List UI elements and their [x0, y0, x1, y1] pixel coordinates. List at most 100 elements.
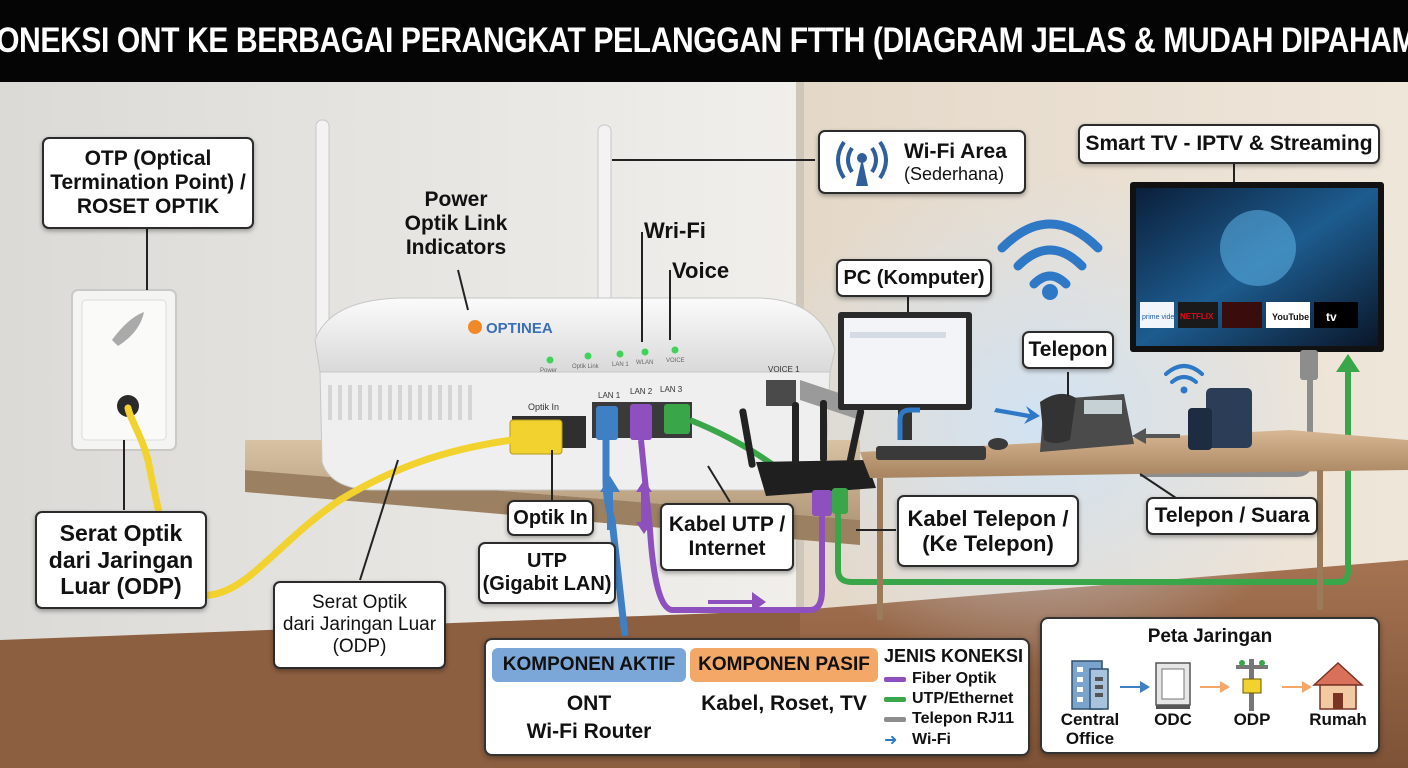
led-lan	[616, 350, 624, 358]
callout-telepon: Telepon	[1022, 331, 1114, 369]
network-map-panel: Peta Jaringan	[1040, 617, 1380, 754]
led-link	[584, 352, 592, 360]
tv-globe	[1220, 210, 1296, 286]
legend-conn-wifi: ➜ Wi-Fi	[884, 730, 951, 750]
legend-arrow-wifi-icon: ➜	[884, 732, 898, 749]
lan2-plug	[630, 404, 652, 440]
legend-passive-item: Kabel, Roset, TV	[701, 692, 867, 715]
ont-vents	[328, 385, 472, 420]
pole-icon	[1236, 659, 1268, 711]
port-voice	[766, 380, 796, 406]
callout-serat-mid-line1: Serat Optik	[311, 592, 408, 614]
callout-optik-in: Optik In	[507, 500, 594, 536]
led-power-label: Power	[540, 368, 557, 374]
map-arrow-1-icon	[1120, 681, 1150, 693]
callout-telepon-suara-text: Telepon / Suara	[1154, 503, 1310, 527]
callout-otp-line1: OTP (Optical	[84, 146, 212, 170]
callout-kabel-telepon-line2: (Ke Telepon)	[922, 531, 1054, 556]
legend-active-items: ONT Wi-Fi Router	[492, 690, 686, 747]
led-lan-label: LAN 1	[612, 362, 629, 368]
callout-kabel-telepon: Kabel Telepon / (Ke Telepon)	[897, 495, 1079, 567]
monitor-bar	[850, 332, 946, 338]
legend-passive-header: KOMPONEN PASIF	[690, 648, 878, 682]
tv-app-2	[1178, 302, 1218, 328]
map-label-central: Central Office	[1058, 710, 1122, 748]
callout-otp-line2: Termination Point) /	[50, 170, 246, 194]
callout-smart-tv-text: Smart TV - IPTV & Streaming	[1085, 131, 1373, 155]
label-power-line2: Optik Link	[404, 212, 508, 236]
callout-serat-mid-line3: (ODP)	[332, 635, 387, 657]
wifi-tower-icon	[836, 140, 888, 186]
legend-panel: KOMPONEN AKTIF ONT Wi-Fi Router KOMPONEN…	[484, 638, 1030, 756]
page-title: KONEKSI ONT KE BERBAGAI PERANGKAT PELANG…	[0, 21, 1408, 60]
legend-active-title: KOMPONEN AKTIF	[502, 654, 676, 675]
port-voice-label: VOICE 1	[768, 365, 800, 374]
wifi-area-text: Wi-Fi Area (Sederhana)	[904, 140, 1007, 185]
otp-wall-plate	[81, 299, 167, 441]
map-label-rumah: Rumah	[1306, 710, 1370, 730]
map-label-central-line2: Office	[1065, 728, 1115, 748]
wifi-area-sub: (Sederhana)	[904, 163, 1005, 184]
wifi-router-body	[756, 460, 876, 496]
led-link-label: Optik Link	[572, 364, 600, 370]
tv-gray-plug	[1300, 350, 1318, 380]
callout-wifi-area: Wi-Fi Area (Sederhana)	[818, 130, 1026, 194]
arrow-pc-doc-icon	[897, 407, 920, 440]
utp-purple-cable	[638, 439, 825, 613]
desk	[860, 430, 1408, 478]
utp-green-long	[835, 360, 1351, 585]
wifi-symbol-large-icon	[997, 219, 1103, 289]
smartphone	[1188, 408, 1212, 450]
ont-brand-icon	[468, 320, 482, 334]
mouse	[988, 438, 1008, 450]
monitor-screen	[844, 318, 966, 404]
port-optik-label: Optik In	[528, 402, 559, 412]
router-green-plug	[832, 488, 848, 514]
fiber-cable-main	[124, 404, 516, 599]
callout-serat-left-line2: dari Jaringan	[48, 546, 194, 573]
label-power-indicators: Power Optik Link Indicators	[400, 188, 512, 260]
led-voice	[671, 346, 679, 354]
map-arrow-3-icon	[1282, 681, 1312, 693]
callout-serat-left-line3: Luar (ODP)	[60, 573, 182, 600]
label-voice: Voice	[672, 258, 729, 283]
callout-telepon-suara: Telepon / Suara	[1146, 497, 1318, 535]
wifi-area-title: Wi-Fi Area	[904, 139, 1007, 163]
led-voice-label: VOICE	[666, 358, 685, 364]
purple-updown-arrow-icon	[636, 480, 652, 534]
callout-utp: UTP (Gigabit LAN)	[478, 542, 616, 604]
callout-utp-line2: (Gigabit LAN)	[482, 573, 612, 595]
legend-passive-title: KOMPONEN PASIF	[698, 654, 870, 675]
callout-utp-line1: UTP	[527, 550, 567, 572]
tv-app-4	[1266, 302, 1310, 328]
otp-logo-icon	[112, 312, 144, 346]
legend-swatch-fiber	[884, 676, 906, 682]
arrow-to-phone-icon	[994, 406, 1040, 424]
legend-conn-title: JENIS KONEKSI	[884, 646, 1024, 666]
ont-brand: OPTINEA	[486, 320, 553, 337]
callout-kabel-utp-line2: Internet	[688, 537, 766, 560]
label-wrifi: Wri-Fi	[644, 218, 706, 243]
led-wlan	[641, 348, 649, 356]
callout-serat-left-line1: Serat Optik	[59, 520, 183, 547]
callout-otp: OTP (Optical Termination Point) / ROSET …	[42, 137, 254, 229]
map-label-odp-text: ODP	[1233, 710, 1271, 729]
lan1-plug	[596, 406, 618, 440]
map-arrow-2-icon	[1200, 681, 1230, 693]
callout-smart-tv: Smart TV - IPTV & Streaming	[1078, 124, 1380, 164]
tv-app-3	[1222, 302, 1262, 328]
green-arrow-icon	[1336, 354, 1360, 372]
led-power	[546, 356, 554, 364]
ont-antenna-left	[315, 119, 330, 341]
port-lan2-label: LAN 2	[630, 387, 653, 396]
legend-active-item-ont: ONT	[566, 692, 612, 715]
port-lan3-label: LAN 3	[660, 385, 683, 394]
map-label-rumah-text: Rumah	[1309, 710, 1367, 729]
router-purple-plug	[812, 490, 832, 516]
legend-conn-fiber: Fiber Optik	[884, 670, 996, 688]
callout-kabel-telepon-line1: Kabel Telepon /	[907, 505, 1069, 531]
wifi-router-antenna-4	[846, 408, 865, 464]
legend-conn-wifi-label: Wi-Fi	[912, 731, 951, 748]
callout-kabel-utp: Kabel UTP / Internet	[660, 503, 794, 571]
tv-app-prime: prime video	[1142, 314, 1178, 321]
